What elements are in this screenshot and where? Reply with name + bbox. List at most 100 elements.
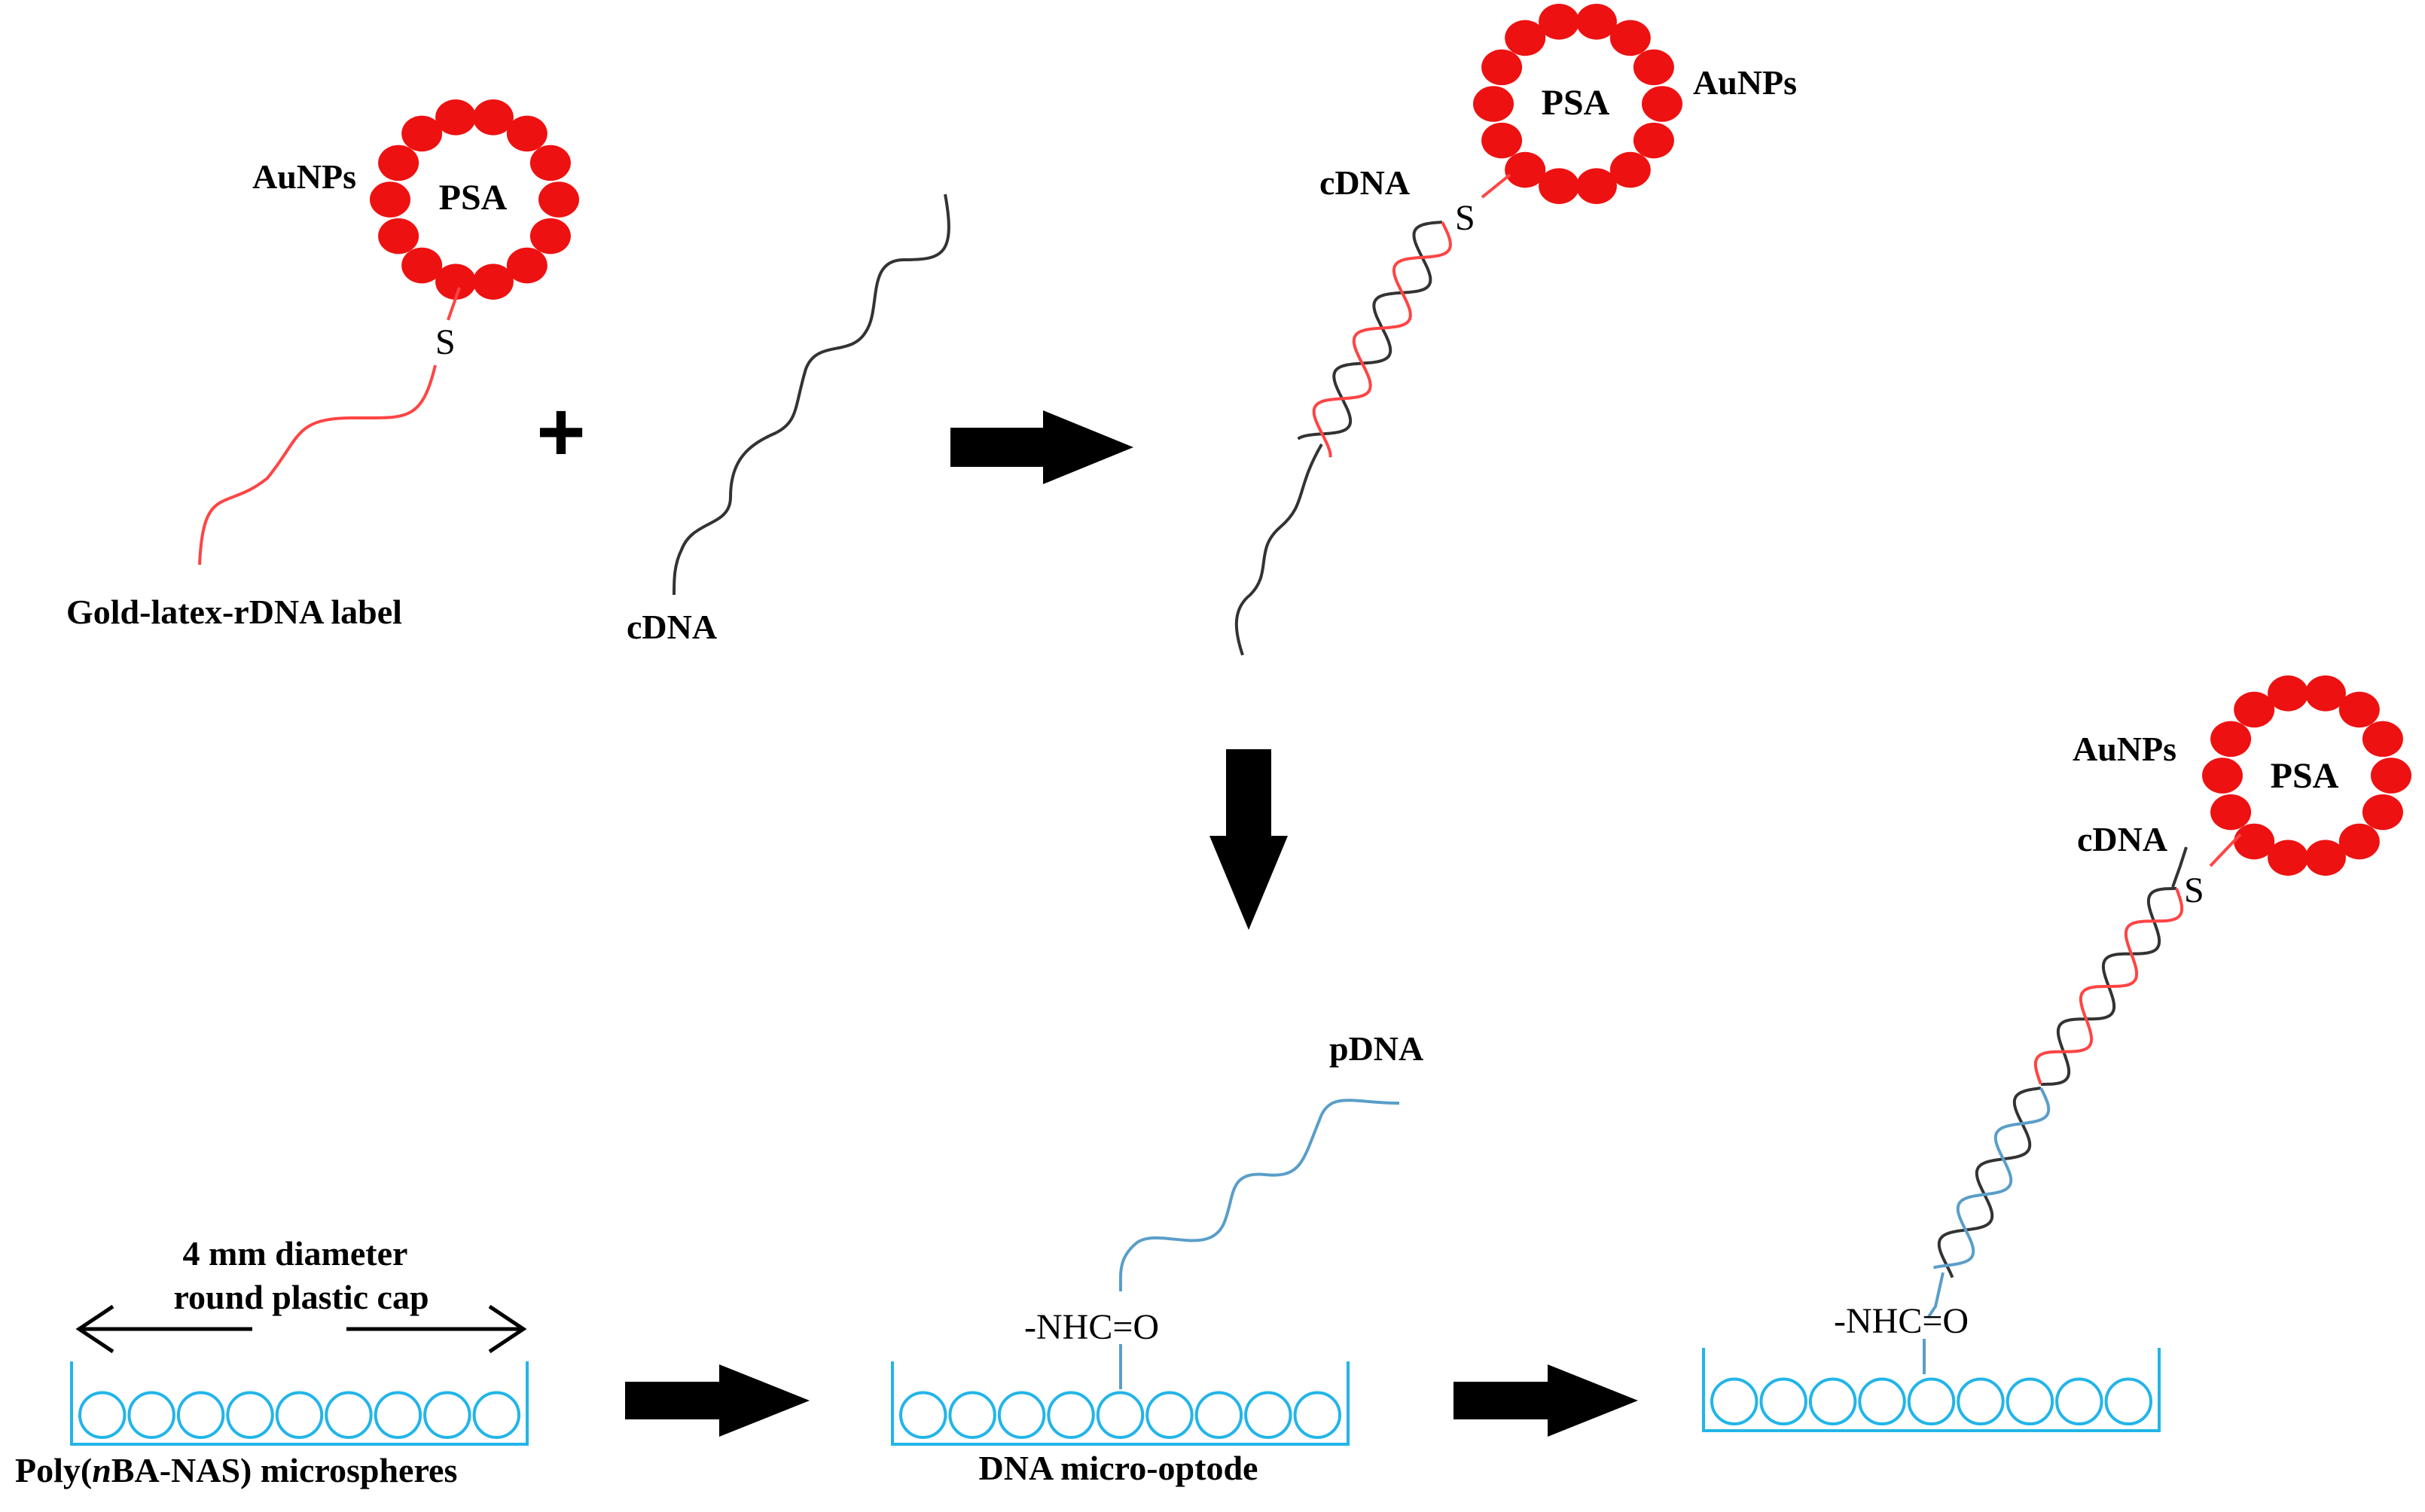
cdna-end <box>2171 846 2188 888</box>
cap-label-line2: round plastic cap <box>173 1278 429 1316</box>
gold-nanoparticle <box>1609 20 1651 56</box>
microsphere <box>1194 1391 1243 1440</box>
microsphere <box>374 1391 422 1440</box>
microsphere <box>423 1391 471 1440</box>
cap-wall <box>1702 1348 2161 1432</box>
helix-strand <box>1937 1087 2042 1279</box>
gold-nanoparticle <box>370 181 410 218</box>
microsphere <box>2055 1377 2103 1426</box>
gold-nanoparticle <box>378 218 419 255</box>
gold-nanoparticle <box>1505 151 1546 188</box>
gold-nanoparticle <box>2202 758 2243 794</box>
sulfur-label-1: S <box>435 322 456 362</box>
microspheres-label: Poly(nBA-NAS) microspheres <box>15 1451 457 1489</box>
helix-strand <box>1312 221 1452 458</box>
gold-nanoparticle <box>2268 675 2309 712</box>
arrow-right-1 <box>950 410 1133 484</box>
pdna-label: pDNA <box>1329 1029 1423 1068</box>
gold-nanoparticle <box>2305 675 2346 712</box>
gold-nanoparticle <box>1505 20 1546 56</box>
gold-nanoparticle <box>401 247 443 284</box>
plus-sign: + <box>536 385 585 479</box>
helix-strand <box>1933 1087 2051 1270</box>
cap-wall <box>891 1361 1350 1446</box>
microsphere <box>899 1391 947 1440</box>
cdna-strand-free <box>673 194 950 596</box>
plastic-cap-2 <box>891 1361 1350 1446</box>
rdna-linker-1 <box>447 287 461 321</box>
microsphere <box>176 1391 225 1440</box>
capture-duplex <box>1926 1087 2051 1319</box>
gold-nanoparticle <box>2268 840 2309 876</box>
microsphere <box>2006 1377 2054 1426</box>
sulfur-label-2: S <box>1455 198 1475 238</box>
cdna-label-free: cDNA <box>627 608 717 646</box>
microsphere <box>325 1391 373 1440</box>
rdna-strand-1 <box>198 364 437 565</box>
sulfur-label-3: S <box>2184 870 2204 910</box>
microsphere <box>472 1391 520 1440</box>
amide-label-2: -NHC=O <box>1834 1301 1969 1341</box>
cap-label-line1: 4 mm diameter <box>183 1234 408 1273</box>
psa-label-1: PSA <box>439 178 508 218</box>
hybridized-duplex <box>1297 221 1452 458</box>
cdna-tail <box>1234 443 1323 656</box>
gold-nanoparticle <box>472 264 514 300</box>
gold-nanoparticle <box>1481 122 1523 159</box>
gold-nanoparticle <box>2234 691 2275 728</box>
gold-nanoparticle <box>2338 823 2380 860</box>
rdna-linker-3 <box>2209 833 2242 867</box>
gold-nanoparticle <box>506 247 548 284</box>
full-duplex <box>2033 846 2188 1086</box>
microsphere <box>1759 1377 1807 1426</box>
microsphere <box>226 1391 274 1440</box>
helix-strand <box>2033 888 2184 1085</box>
rdna-linker-2 <box>1481 173 1511 199</box>
gold-latex-particle-3 <box>2202 675 2411 876</box>
gold-nanoparticle <box>2371 758 2411 794</box>
microsphere <box>1907 1377 1956 1426</box>
gold-nanoparticle <box>1609 151 1651 188</box>
gold-nanoparticle <box>1633 49 1674 86</box>
microsphere <box>1710 1377 1759 1426</box>
gold-nanoparticle <box>2362 794 2403 831</box>
gold-nanoparticle <box>2210 721 2252 758</box>
psa-label-3: PSA <box>2271 756 2339 796</box>
arrow-right-3 <box>1453 1364 1638 1437</box>
psa-label-2: PSA <box>1542 83 1610 123</box>
plastic-cap-3 <box>1702 1348 2161 1432</box>
gold-nanoparticle <box>1539 168 1580 204</box>
amide-label-1: -NHC=O <box>1024 1307 1159 1347</box>
microsphere <box>1808 1377 1857 1426</box>
gold-latex-rdna-label: Gold-latex-rDNA label <box>66 593 402 631</box>
aunps-label-3: AuNPs <box>2073 730 2176 768</box>
gold-nanoparticle <box>435 99 477 136</box>
gold-nanoparticle <box>1642 86 1682 122</box>
gold-nanoparticle <box>378 145 419 181</box>
gold-nanoparticle <box>1575 4 1617 40</box>
aunps-label-1: AuNPs <box>252 157 356 196</box>
cdna-label-hybrid: cDNA <box>1319 163 1410 202</box>
microsphere <box>127 1391 175 1440</box>
plastic-cap-1 <box>70 1361 529 1446</box>
pdna-strand <box>1118 1099 1400 1292</box>
pdna-end <box>1926 1272 1945 1319</box>
gold-nanoparticle <box>435 264 477 300</box>
gold-nanoparticle <box>2210 794 2252 831</box>
arrow-down <box>1209 749 1288 930</box>
helix-strand <box>1297 221 1443 440</box>
gold-nanoparticle <box>2305 840 2346 876</box>
diameter-arrow <box>75 1304 527 1354</box>
gold-nanoparticle <box>1539 4 1580 40</box>
gold-nanoparticle <box>1575 168 1617 204</box>
gold-nanoparticle <box>1481 49 1523 86</box>
gold-nanoparticle <box>2234 823 2275 860</box>
microsphere <box>1957 1377 2005 1426</box>
gold-latex-particle-1 <box>370 99 579 300</box>
gold-nanoparticle <box>2362 721 2403 758</box>
microsphere <box>1047 1391 1095 1440</box>
optode-label: DNA micro-optode <box>979 1449 1258 1487</box>
gold-nanoparticle <box>401 115 443 152</box>
gold-nanoparticle <box>538 181 579 218</box>
arrow-right-2 <box>625 1364 810 1437</box>
